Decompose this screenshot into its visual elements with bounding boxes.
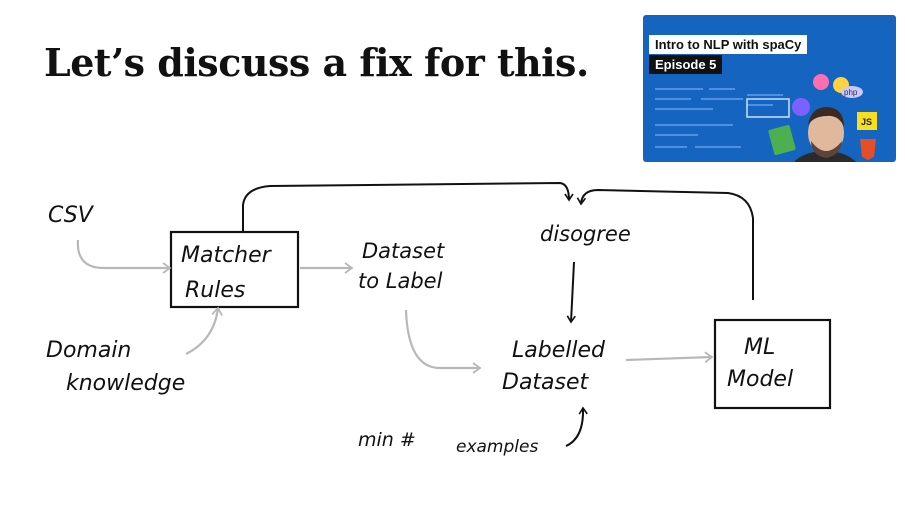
thumbnail-heart-icon (813, 74, 829, 90)
labelled-to-model-arrow (625, 351, 714, 363)
labelled-label: Labelled (512, 338, 606, 363)
ml-model-box (713, 318, 832, 410)
thumbnail-purple-icon (792, 98, 810, 116)
to-label-label: to Label (358, 269, 443, 293)
slide-title: Let’s discuss a fix for this. (44, 40, 589, 85)
presenter-avatar (793, 107, 857, 162)
knowledge-label: knowledge (66, 371, 185, 396)
min-label: min # (358, 429, 416, 451)
domain-to-matcher-arrow (185, 306, 223, 355)
thumbnail-code-lines (655, 88, 783, 148)
dataset-label: Dataset (362, 239, 445, 263)
js-icon (857, 112, 877, 130)
model-label: Model (727, 367, 793, 392)
php-label: php (844, 88, 858, 97)
domain-label: Domain (46, 338, 131, 363)
csv-label: CSV (48, 203, 95, 228)
disagree-label: disogree (540, 222, 631, 246)
css3-icon (860, 139, 876, 160)
rules-label: Rules (185, 278, 245, 303)
min-examples-arrow (565, 406, 588, 447)
model-to-disagree-arrow (576, 188, 754, 300)
video-thumbnail[interactable]: php JS Intro to NLP with spaCy Episode 5 (643, 15, 896, 162)
labelled-dataset-label: Dataset (502, 370, 590, 395)
thumbnail-green-icon (768, 125, 796, 155)
php-icon (841, 86, 863, 98)
thumbnail-series-title: Intro to NLP with spaCy (649, 35, 808, 54)
matcher-label: Matcher (181, 243, 273, 268)
matcher-to-disagree-arrow (242, 181, 574, 231)
thumbnail-box (746, 98, 790, 118)
thumbnail-episode-label: Episode 5 (649, 55, 723, 74)
csv-to-matcher-arrow (76, 239, 172, 274)
thumbnail-artwork: php JS (655, 74, 877, 162)
disagree-to-labelled-arrow (566, 261, 576, 324)
dataset-to-labelled-arrow (404, 309, 482, 374)
examples-label: examples (456, 437, 538, 457)
js-label: JS (861, 117, 872, 127)
ml-label: ML (744, 335, 775, 360)
